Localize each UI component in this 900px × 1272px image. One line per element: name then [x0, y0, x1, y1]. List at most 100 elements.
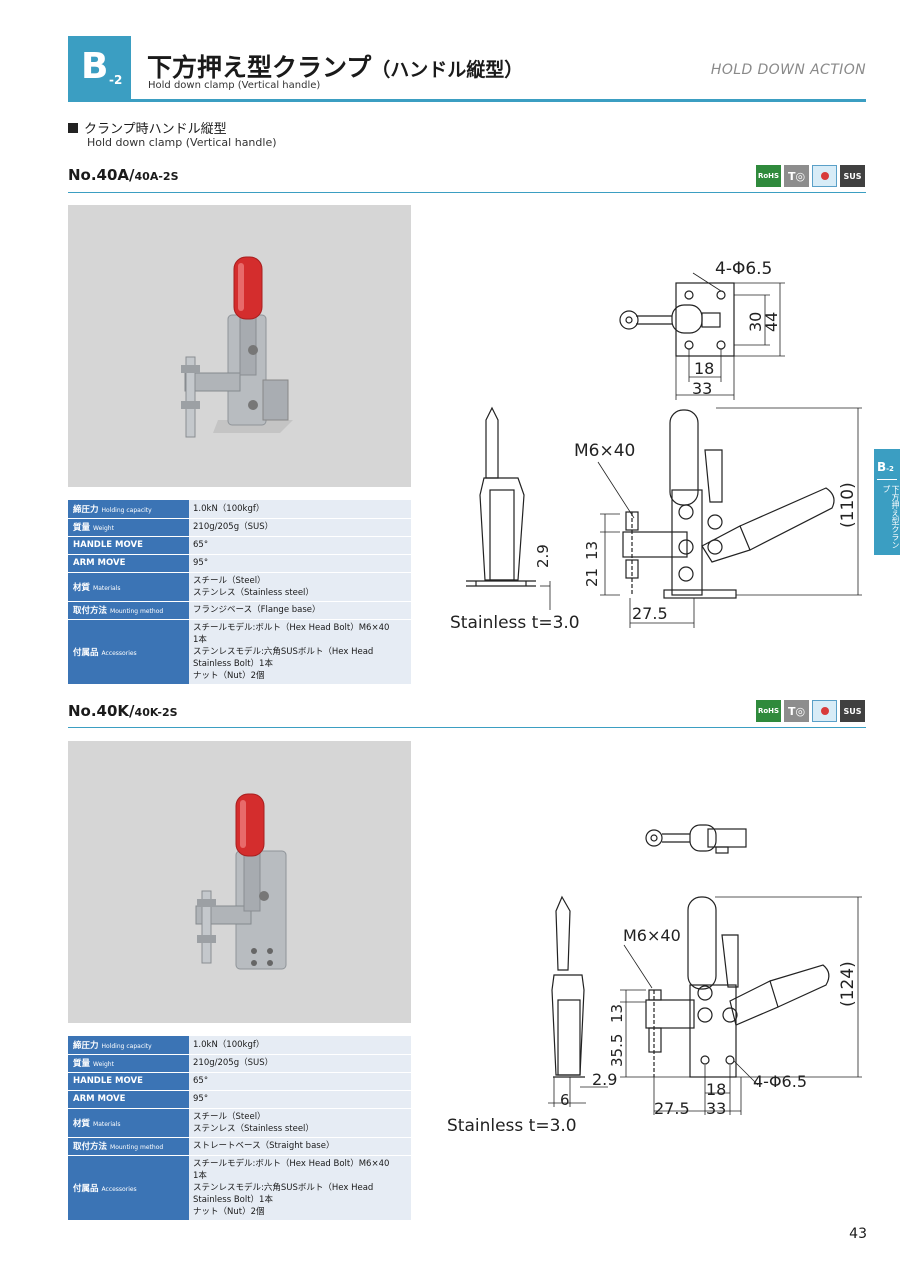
spec-value: 95° [189, 1090, 411, 1109]
spec-value: 1.0kN（100kgf） [189, 1036, 411, 1055]
page-title-en: Hold down clamp (Vertical handle) [148, 80, 321, 91]
dim-44: 44 [762, 312, 781, 332]
dim-holes: 4-Φ6.5 [753, 1072, 807, 1091]
dim-stainless: Stainless t=3.0 [447, 1116, 577, 1136]
section-badge: B -2 [68, 36, 131, 102]
technical-drawing-40k: M6×40 (124) 13 35.5 2.9 6 18 4-Φ6.5 27.5… [447, 824, 862, 1136]
feature-icons: RoHS T◎ SUS [756, 700, 865, 722]
spec-value: 95° [189, 554, 411, 573]
model-suffix: 40A-2S [134, 170, 179, 183]
dim-27-5: 27.5 [654, 1099, 690, 1118]
header-rule [68, 99, 866, 102]
product-photo [68, 741, 411, 1023]
dim-bolt: M6×40 [574, 441, 635, 461]
spec-label: ARM MOVE [68, 554, 189, 573]
square-bullet-icon [68, 123, 78, 133]
table-row: ARM MOVE 95° [68, 1090, 411, 1109]
dim-13: 13 [608, 1004, 626, 1023]
side-tab-text: 下方押え型クランプ [882, 485, 900, 549]
cleanroom-icon [812, 700, 837, 722]
spec-label: HANDLE MOVE [68, 1072, 189, 1091]
spec-label: ARM MOVE [68, 1090, 189, 1109]
badge-letter: B [81, 46, 109, 87]
dim-13: 13 [583, 541, 601, 560]
dim-33: 33 [692, 379, 712, 398]
sus-icon: SUS [840, 700, 865, 722]
feature-icons: RoHS T◎ SUS [756, 165, 865, 187]
dim-2-9: 2.9 [592, 1070, 617, 1089]
dim-35-5: 35.5 [608, 1034, 626, 1067]
sus-icon: SUS [840, 165, 865, 187]
chapter-side-tab[interactable]: B-2 下方押え型クランプ [874, 449, 900, 555]
model-name: No.40K/ [68, 702, 135, 720]
technical-drawing-40a: 4-Φ6.5 30 44 18 33 M6×40 (110) 2.9 13 21… [450, 259, 862, 633]
spec-label: HANDLE MOVE [68, 536, 189, 555]
cleanroom-icon [812, 165, 837, 187]
model-title-40k: No.40K/40K-2S [68, 702, 178, 720]
spec-value: フランジベース（Flange base） [189, 601, 411, 620]
badge-sub: -2 [109, 73, 123, 87]
tool-icon: T◎ [784, 700, 809, 722]
clamp-photo-illustration [68, 205, 411, 487]
model-rule [68, 727, 866, 728]
page-title-main: 下方押え型クランプ [147, 53, 372, 82]
dim-21: 21 [583, 568, 601, 587]
dim-30: 30 [746, 312, 765, 332]
side-tab-divider [877, 479, 897, 480]
table-row: ARM MOVE 95° [68, 554, 411, 573]
dim-stainless: Stainless t=3.0 [450, 613, 580, 633]
page-number: 43 [849, 1226, 867, 1242]
page-title-paren: （ハンドル縦型） [371, 59, 524, 81]
dim-6: 6 [560, 1091, 570, 1109]
dim-bolt: M6×40 [623, 926, 681, 945]
rohs-icon: RoHS [756, 700, 781, 722]
dim-110: (110) [838, 482, 858, 528]
dim-124: (124) [838, 961, 858, 1007]
dim-18: 18 [706, 1080, 726, 1099]
model-title-40a: No.40A/40A-2S [68, 166, 179, 184]
spec-value: 1.0kN（100kgf） [189, 500, 411, 519]
section-title-text: クランプ時ハンドル縦型 [84, 122, 227, 137]
side-tab-code: B-2 [877, 460, 894, 474]
clamp-photo-illustration [68, 741, 411, 1023]
dim-33: 33 [706, 1099, 726, 1118]
spec-value: スチール（Steel）ステンレス（Stainless steel） [189, 572, 411, 602]
model-rule [68, 192, 866, 193]
model-suffix: 40K-2S [134, 706, 178, 719]
action-label: HOLD DOWN ACTION [710, 62, 866, 78]
table-row: HANDLE MOVE 65° [68, 1072, 411, 1091]
section-title: クランプ時ハンドル縦型 [68, 118, 227, 137]
dim-holes: 4-Φ6.5 [715, 259, 772, 279]
section-subtitle: Hold down clamp (Vertical handle) [87, 136, 277, 149]
dim-27-5: 27.5 [632, 604, 668, 623]
model-name: No.40A/ [68, 166, 135, 184]
rohs-icon: RoHS [756, 165, 781, 187]
spec-value: 210g/205g（SUS） [189, 518, 411, 537]
page-title: 下方押え型クランプ（ハンドル縦型） [147, 48, 523, 84]
table-row: HANDLE MOVE 65° [68, 536, 411, 555]
dim-18: 18 [694, 359, 714, 378]
product-photo [68, 205, 411, 487]
spec-value: 65° [189, 1072, 411, 1091]
